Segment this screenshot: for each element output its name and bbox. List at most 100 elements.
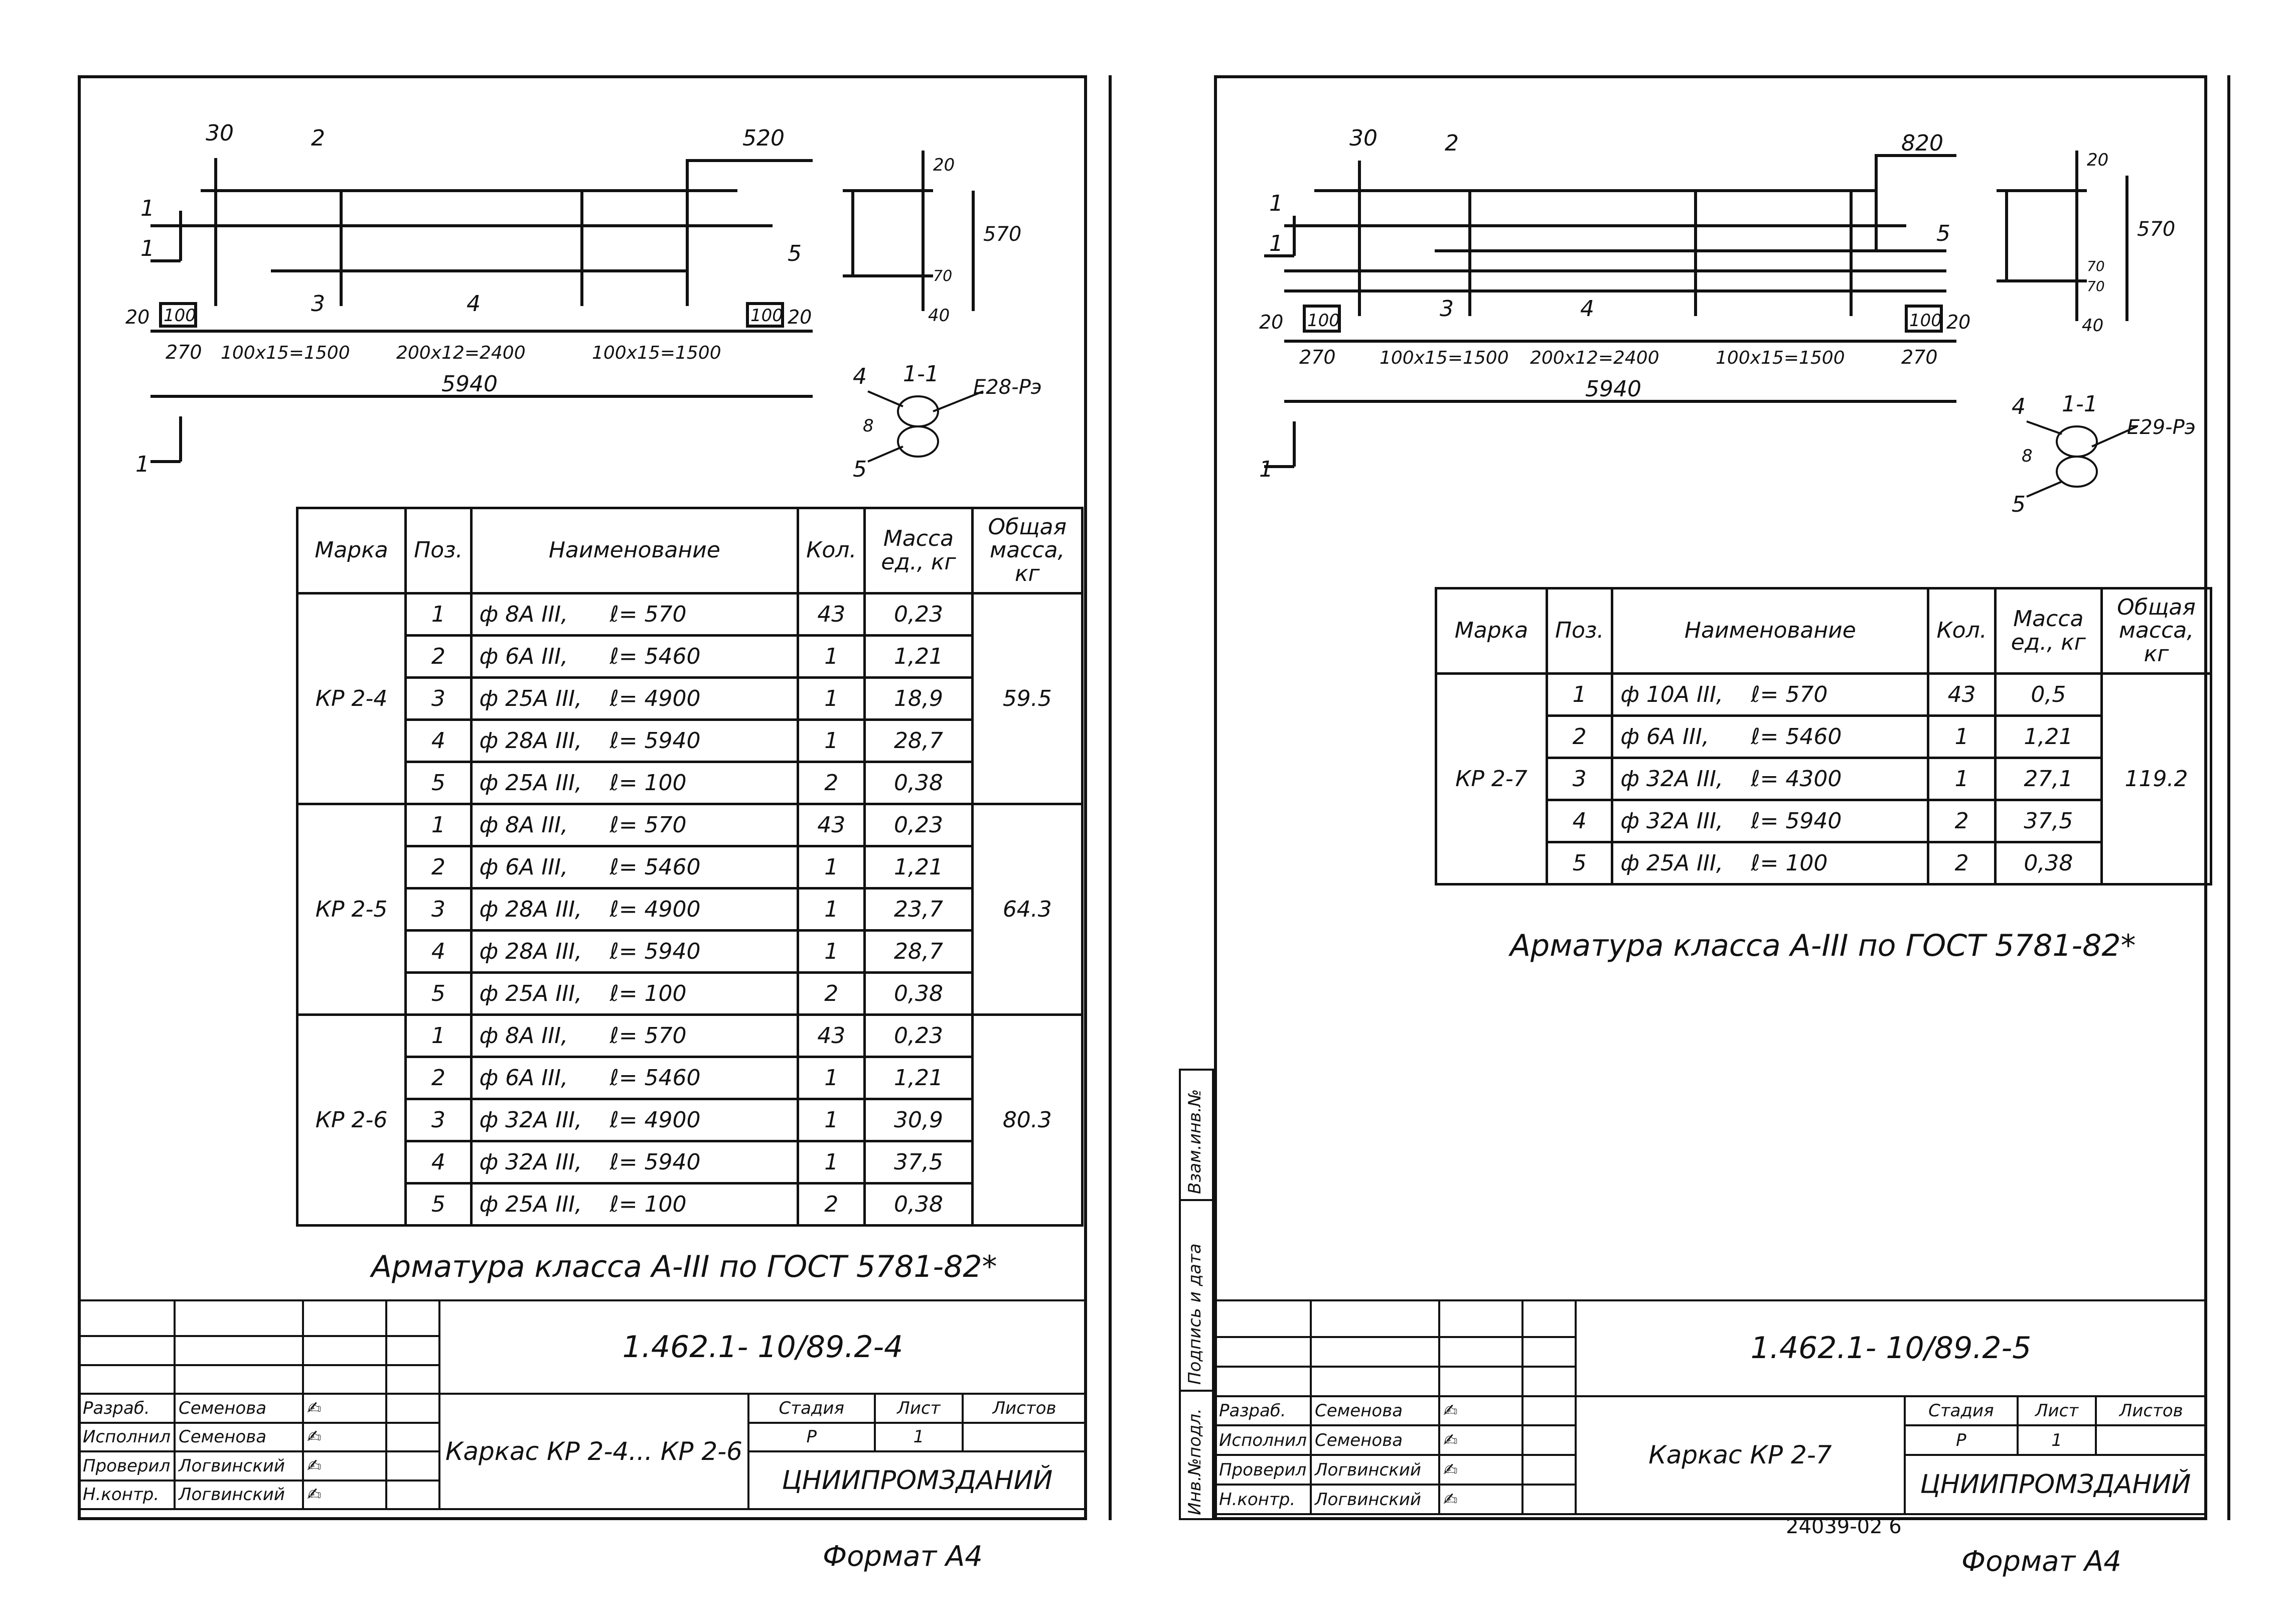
left-section-dim8: 8 [863,416,874,436]
name-cell: ф 8А III,ℓ= 570 [470,1013,800,1058]
right-pos-4: 4 [1580,296,1594,322]
right-dim-40: 40 [2082,316,2103,336]
qty-cell: 2 [797,1182,866,1227]
left-pos-1b: 1 [140,236,155,261]
right-dim-820: 820 [1901,130,1943,156]
name-cell: ф 6А III, ℓ= 5460 [470,634,800,679]
right-seg-3: 100x15=1500 [1716,348,1845,368]
side-replace-inv: Взам.инв.№ [1185,1089,1205,1194]
left-section-title: 1-1 [903,361,939,387]
left-role-1: Исполнил [78,1421,176,1453]
right-bottom-code: 24039-02 6 [1786,1515,1902,1538]
name-cell: ф 8А III,ℓ= 570 [470,592,800,637]
left-stage-h: Стадия [747,1393,876,1424]
right-dim-20-left: 20 [1259,311,1283,333]
left-sheet-h: Лист [873,1393,964,1424]
left-name-0: Семенова [173,1393,304,1424]
qty-cell: 2 [797,761,866,805]
bar-spec: ф 28А III, [479,897,582,922]
bar-spec: ф 6А III, [479,1065,568,1091]
pos-cell: 1 [404,803,473,847]
right-stage: Р [1903,1424,2019,1456]
left-pos-2: 2 [311,125,325,151]
unit-mass-cell: 30,9 [863,1098,974,1142]
bar-spec: ф 32А III, [1620,766,1723,792]
right-section-dim8: 8 [2022,446,2033,466]
left-role-2: Проверил [78,1450,176,1482]
right-sheet-edge [2227,75,2230,1520]
th-pos: Поз. [404,507,473,595]
bar-length: ℓ= 5940 [1751,808,1842,834]
right-role-2: Проверил [1214,1454,1312,1486]
left-org: ЦНИИПРОМЗДАНИЙ [747,1450,1088,1510]
qty-cell: 1 [797,718,866,763]
right-name-0: Семенова [1309,1395,1440,1427]
right-title-block: 1.462.1- 10/89.2-5 Разраб.Семенова✍ Карк… [1214,1299,2208,1516]
bar-length: ℓ= 100 [609,1192,687,1217]
right-dim-270-right: 270 [1901,346,1938,368]
qty-cell: 1 [797,929,866,974]
right-stage-h: Стадия [1903,1395,2019,1427]
bar-spec: ф 6А III, [479,644,568,669]
right-dim-70a: 70 [2087,258,2105,274]
bar-length: ℓ= 5460 [1751,724,1842,750]
pos-cell: 4 [404,929,473,974]
bar-length: ℓ= 4900 [609,1107,701,1133]
unit-mass-cell: 28,7 [863,718,974,763]
bar-length: ℓ= 5460 [609,644,701,669]
left-note: Арматура класса А-III по ГОСТ 5781-82* [371,1249,997,1284]
unit-mass-cell: 37,5 [1994,799,2103,843]
bar-spec: ф 32А III, [1620,808,1723,834]
right-spec-table: Марка Поз. Наименование Кол. Масса ед., … [1435,587,2212,885]
name-cell: ф 25А III,ℓ= 100 [470,971,800,1016]
unit-mass-cell: 1,21 [863,1056,974,1100]
name-cell: ф 25А III,ℓ= 100 [470,1182,800,1227]
right-section-pos5: 5 [2012,492,2026,517]
left-sheet-top-line [78,75,1087,78]
left-dim-20-vert: 20 [933,155,955,175]
pos-cell: 2 [1545,714,1614,759]
qty-cell: 2 [1927,841,1997,885]
mark-cell: КР 2-6 [295,1013,407,1227]
left-section-weld: Е28-Рэ [973,376,1042,399]
bar-length: ℓ= 100 [609,770,687,796]
left-dim-20-right: 20 [788,306,812,328]
unit-mass-cell: 0,38 [863,1182,974,1227]
th-qty: Кол. [1927,587,1997,675]
side-inv-no: Инв.№подл. [1185,1408,1205,1515]
qty-cell: 1 [1927,757,1997,801]
total-mass-cell: 80.3 [971,1013,1084,1227]
bar-length: ℓ= 4300 [1751,766,1842,792]
bar-length: ℓ= 100 [1751,850,1828,876]
pos-cell: 1 [1545,672,1614,717]
name-cell: ф 25А III,ℓ= 100 [1611,841,1930,885]
qty-cell: 1 [797,845,866,890]
unit-mass-cell: 28,7 [863,929,974,974]
left-section-pos4: 4 [853,364,867,389]
left-seg-3: 100x15=1500 [592,343,721,363]
right-format: Формат А4 [1961,1545,2121,1578]
right-dim-570: 570 [2137,218,2175,241]
bar-spec: ф 32А III, [479,1107,582,1133]
name-cell: ф 10А III,ℓ= 570 [1611,672,1930,717]
left-pos-1a: 1 [140,196,155,221]
left-role-3: Н.контр. [78,1479,176,1510]
pos-cell: 4 [1545,799,1614,843]
unit-mass-cell: 0,5 [1994,672,2103,717]
right-dim-20-vert: 20 [2087,150,2108,170]
left-rebar-drawing: 30 2 520 1 1 20 100 3 4 5 100 20 270 100… [125,120,1042,482]
pos-cell: 3 [1545,757,1614,801]
qty-cell: 2 [797,971,866,1016]
pos-cell: 3 [404,887,473,932]
left-seg-1: 100x15=1500 [221,343,350,363]
mark-cell: КР 2-5 [295,803,407,1016]
bar-spec: ф 32А III, [479,1149,582,1175]
left-pos-4: 4 [467,291,481,317]
bar-spec: ф 25А III, [479,686,582,711]
qty-cell: 43 [797,803,866,847]
bar-spec: ф 6А III, [479,854,568,880]
unit-mass-cell: 0,23 [863,803,974,847]
